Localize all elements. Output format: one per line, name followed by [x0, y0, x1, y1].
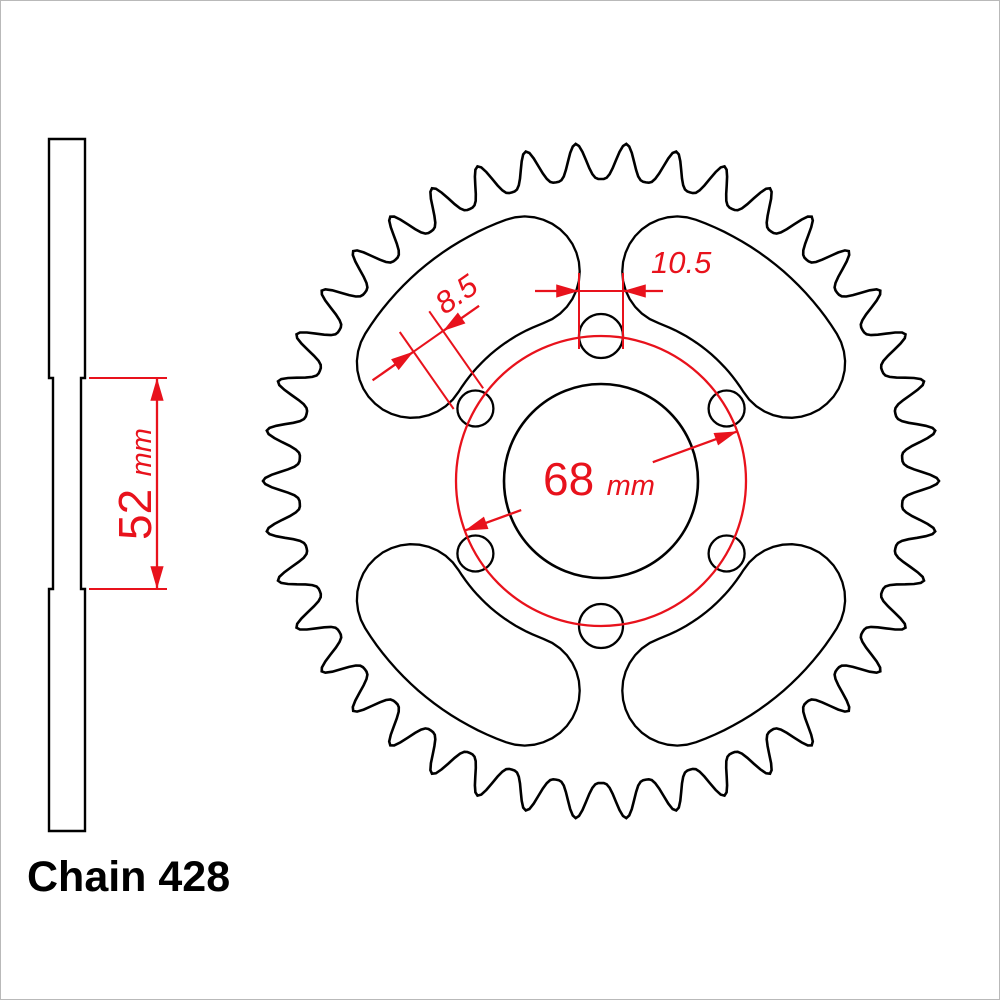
- cutout-bottom-right: [621, 543, 847, 747]
- dim-52-unit: mm: [126, 428, 158, 476]
- dim-85-arrow-left: [371, 350, 415, 382]
- dim-68-arrow-left: [464, 509, 522, 532]
- dim-68-label: 68 mm: [543, 453, 655, 505]
- dimension-10-5: 10.5: [535, 245, 712, 349]
- sprocket-side-view: 52 mm: [47, 137, 167, 833]
- center-bore: [502, 382, 700, 580]
- dim-85-tangent-left: [398, 331, 455, 410]
- dim-85-span: [412, 330, 444, 353]
- cutout-top-right: [621, 215, 847, 419]
- dim-52-label: 52 mm: [109, 428, 161, 540]
- chain-size-label: Chain 428: [27, 853, 230, 901]
- sprocket-front-view: 68 mm 8.5 10.5: [261, 142, 941, 820]
- dim-68-value: 68: [543, 453, 594, 505]
- dim-68-unit: mm: [607, 470, 655, 502]
- dim-52-value: 52: [109, 489, 161, 540]
- cutout-bottom-left: [355, 543, 581, 747]
- dim-68-arrow-right: [652, 430, 738, 464]
- bolt-circle-red: [454, 334, 748, 628]
- dim-85-tangent-right: [428, 310, 484, 389]
- dimension-68mm: 68 mm: [464, 430, 738, 532]
- dimension-52mm: 52 mm: [89, 377, 167, 590]
- side-profile-outline: [47, 137, 87, 833]
- dim-105-label: 10.5: [651, 245, 712, 280]
- dim-85-arrow-right: [442, 304, 480, 332]
